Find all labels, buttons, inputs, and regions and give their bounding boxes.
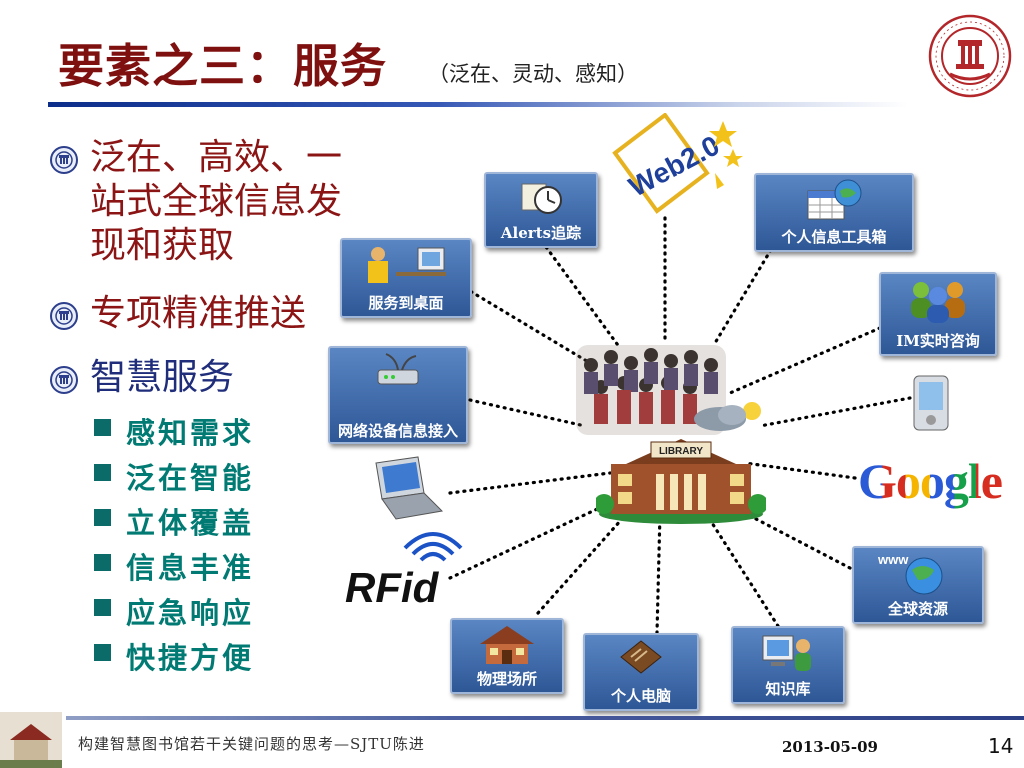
alerts-clock-icon (521, 183, 562, 214)
network-label: 网络设备信息接入 (337, 422, 458, 440)
global-label: 全球资源 (887, 600, 948, 618)
alerts-node[interactable]: Alerts追踪 (484, 172, 598, 248)
footer-caption: 构建智慧图书馆若干关键问题的思考—SJTU陈进 (78, 735, 425, 753)
web20-badge: Web2.0 (612, 113, 743, 214)
square-bullet-icon (94, 419, 111, 436)
globe-icon: www (877, 552, 943, 595)
slide-title: 要素之三：服务 (58, 39, 387, 93)
sub-bullet: 信息丰准 (94, 545, 254, 587)
bullet-seal-icon (50, 366, 78, 394)
alerts-label: Alerts追踪 (500, 224, 582, 242)
footer-date: 2013-05-09 (782, 738, 878, 756)
toolbox-node[interactable]: 个人信息工具箱 (754, 173, 914, 252)
pc-label: 个人电脑 (610, 687, 671, 705)
sjtu-logo (928, 14, 1012, 98)
service-diagram (448, 216, 912, 635)
square-bullet-icon (94, 464, 111, 481)
pc-node[interactable]: 个人电脑 (583, 633, 699, 711)
calendar-globe-icon (807, 179, 862, 220)
sub-bullet: 应急响应 (94, 590, 254, 632)
knowledge-label: 知识库 (765, 680, 811, 698)
im-people-icon (911, 282, 965, 323)
pc-book-icon (620, 640, 662, 674)
laptop-icon (375, 456, 444, 520)
title-divider (48, 102, 908, 107)
library-building: LIBRARY (596, 439, 766, 524)
toolbox-label: 个人信息工具箱 (781, 228, 887, 246)
physical-label: 物理场所 (476, 670, 537, 688)
square-bullet-icon (94, 599, 111, 616)
im-label: IM实时咨询 (896, 332, 980, 350)
bullet-smart-service: 智慧服务 (50, 356, 350, 400)
google-logo[interactable]: Google (858, 452, 1003, 510)
desktop-node[interactable]: 服务到桌面 (340, 238, 472, 318)
bullet-text: 泛在、高效、一站式全球信息发现和获取 (90, 137, 343, 266)
bullet-text: 智慧服务 (90, 357, 235, 398)
square-bullet-icon (94, 509, 111, 526)
bullet-seal-icon (50, 302, 78, 330)
bullet-ubiquitous-discovery: 泛在、高效、一站式全球信息发现和获取 (50, 136, 350, 268)
global-node[interactable]: www 全球资源 (852, 546, 984, 624)
rfid-wave-icon: RFid (345, 532, 463, 610)
cloud-sun-icon (694, 402, 761, 431)
library-label: LIBRARY (659, 446, 703, 457)
network-router-icon (377, 353, 419, 385)
sub-bullet: 泛在智能 (94, 455, 254, 497)
network-node[interactable]: 网络设备信息接入 (328, 346, 468, 444)
www-text: www (877, 552, 909, 567)
page-number: 14 (988, 734, 1014, 758)
footer-divider (66, 716, 1024, 720)
bullet-precise-push: 专项精准推送 (50, 292, 350, 336)
sub-bullet: 立体覆盖 (94, 500, 254, 542)
house-icon (480, 626, 534, 664)
im-node[interactable]: IM实时咨询 (879, 272, 997, 356)
desktop-label: 服务到桌面 (368, 294, 444, 312)
knowledge-node[interactable]: 知识库 (731, 626, 845, 704)
desktop-person-icon (368, 247, 446, 283)
connector-lines (448, 216, 912, 635)
crowd-icon (576, 345, 726, 435)
bullet-text: 专项精准推送 (90, 293, 307, 334)
rfid-text: RFid (345, 564, 440, 610)
campus-photo (0, 712, 62, 768)
sub-bullet: 快捷方便 (94, 635, 254, 677)
google-text: Google (858, 453, 1003, 509)
pda-icon (913, 375, 949, 431)
knowledge-computer-icon (762, 635, 811, 671)
bullet-seal-icon (50, 146, 78, 174)
sub-bullet: 感知需求 (94, 410, 254, 452)
square-bullet-icon (94, 554, 111, 571)
square-bullet-icon (94, 644, 111, 661)
physical-node[interactable]: 物理场所 (450, 618, 564, 694)
slide-subtitle: （泛在、灵动、感知） (428, 62, 638, 86)
